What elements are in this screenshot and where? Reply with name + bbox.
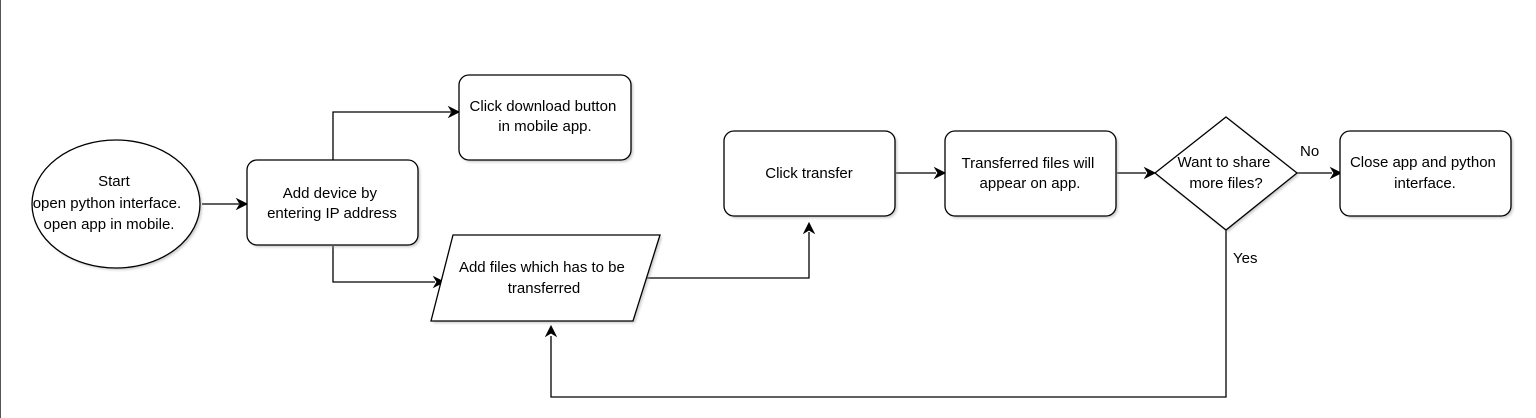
click-download-line-2: in mobile app.	[498, 118, 591, 135]
click-transfer-line-1: Click transfer	[765, 165, 853, 182]
start-line-2: open python interface.	[33, 195, 181, 212]
svg-text:Close app and python i: Close app and python interface.	[1350, 154, 1500, 192]
arrowhead-transferred-files	[933, 166, 947, 180]
start-line-3: open app in mobile.	[44, 216, 175, 233]
arrowhead-add-files	[432, 275, 446, 289]
edges	[202, 105, 1343, 398]
arrowhead-decision	[1143, 166, 1157, 180]
svg-text:Start open python inte: Start open python interface. open app in…	[33, 173, 186, 233]
edge-add-device-to-download	[332, 111, 451, 160]
node-transferred-files: Transferred files will appear on app.	[944, 130, 1118, 218]
node-start: Start open python interface. open app in…	[31, 139, 202, 270]
arrowhead-click-transfer	[802, 221, 816, 235]
transferred-files-line-1: Transferred files will	[962, 155, 1095, 172]
svg-text:Add device by entering: Add device by entering IP address	[267, 185, 397, 222]
transferred-files-line-2: appear on app.	[980, 175, 1081, 192]
node-add-files: Add files which has to be transferred	[430, 234, 662, 323]
close-app-line-2: interface.	[1394, 175, 1456, 192]
edge-label-no: No	[1300, 143, 1319, 160]
svg-text:Click download button: Click download button in mobile app.	[470, 98, 621, 135]
arrowhead-download	[447, 105, 461, 119]
node-click-transfer: Click transfer	[723, 130, 897, 218]
decision-line-2: more files?	[1189, 175, 1262, 192]
add-device-line-1: Add device by	[283, 185, 378, 202]
add-files-line-1: Add files which has to be	[459, 259, 625, 276]
add-device-box	[246, 159, 419, 246]
arrowhead-add-files-loop	[544, 324, 558, 338]
svg-text:Transferred files will: Transferred files will appear on app.	[962, 155, 1099, 192]
svg-text:Want to share more fil: Want to share more files?	[1178, 154, 1275, 192]
svg-text:Click transfer: Click transfer	[765, 165, 853, 182]
click-download-line-1: Click download button	[470, 98, 617, 115]
node-click-download: Click download button in mobile app.	[458, 74, 633, 162]
start-line-1: Start	[98, 173, 131, 190]
click-transfer-box	[723, 130, 896, 217]
add-files-line-2: transferred	[508, 280, 581, 297]
edge-decision-yes-loop	[550, 230, 1227, 398]
decision-line-1: Want to share	[1178, 154, 1271, 171]
add-device-line-2: entering IP address	[267, 205, 397, 222]
click-download-box	[458, 74, 632, 161]
node-decision: Want to share more files?	[1153, 116, 1299, 232]
edge-label-yes: Yes	[1233, 250, 1257, 267]
start-ellipse	[31, 139, 201, 269]
edge-add-files-to-click-transfer	[644, 232, 810, 279]
arrowhead-add-device	[235, 197, 249, 211]
node-add-device: Add device by entering IP address	[246, 159, 420, 247]
decision-diamond	[1153, 116, 1299, 231]
edge-add-device-to-add-files	[332, 246, 435, 283]
transferred-files-box	[944, 130, 1117, 217]
node-close-app: Close app and python interface.	[1339, 130, 1513, 218]
close-app-line-1: Close app and python	[1350, 154, 1496, 171]
arrowhead-close-app	[1329, 166, 1343, 180]
svg-text:Add files which has to be: Add files which has to be transferred	[459, 259, 629, 297]
close-app-box	[1339, 130, 1512, 217]
add-files-parallelogram	[430, 234, 661, 322]
